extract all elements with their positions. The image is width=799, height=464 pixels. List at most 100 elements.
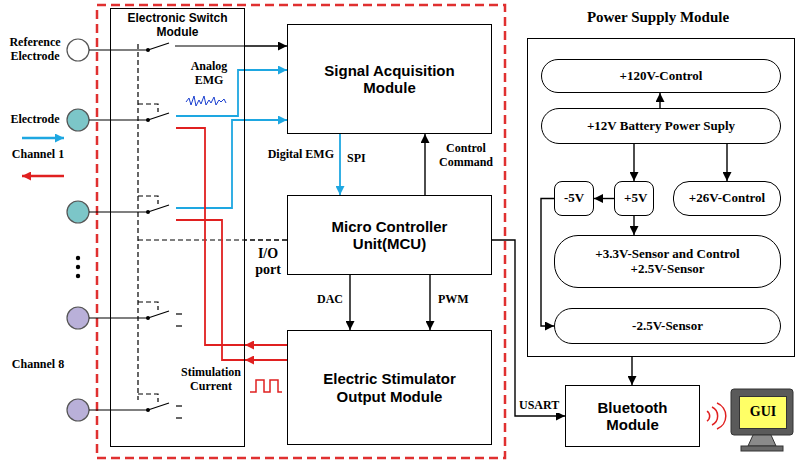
switch-pivot bbox=[146, 408, 150, 412]
connector bbox=[429, 275, 430, 330]
connector bbox=[245, 359, 287, 361]
signal-label: Stimulation Current bbox=[178, 366, 244, 394]
edge-label: USART bbox=[518, 399, 560, 413]
wire bbox=[89, 119, 148, 120]
supply-rail: -5V bbox=[554, 181, 594, 216]
module-heading: Electronic Switch Module bbox=[114, 9, 241, 40]
edge-label: Control Command bbox=[432, 142, 500, 170]
connector bbox=[594, 198, 614, 199]
connector bbox=[659, 93, 660, 108]
emg-waveform bbox=[186, 96, 226, 106]
connector bbox=[245, 344, 287, 346]
electrode bbox=[67, 109, 89, 131]
connector bbox=[633, 144, 634, 181]
power-module: Power Supply Module+120V-Control+12V Bat… bbox=[527, 38, 795, 357]
node-label: +26V-Control bbox=[683, 189, 771, 208]
edge-label: SPI bbox=[346, 152, 367, 166]
switch-pivot bbox=[146, 210, 150, 214]
supply-rail: +120V-Control bbox=[541, 59, 781, 93]
switch-pivot bbox=[146, 118, 150, 122]
ellipsis-dot bbox=[76, 265, 80, 269]
wave-arc bbox=[707, 411, 710, 421]
switch-arm bbox=[148, 43, 169, 50]
node-label: Micro Controller Unit(MCU) bbox=[291, 216, 488, 255]
stim-wire bbox=[176, 128, 245, 345]
wire bbox=[175, 45, 245, 46]
supply-rail: +3.3V-Sensor and Control +2.5V-Sensor bbox=[554, 235, 781, 288]
edge-label: I/O port bbox=[249, 246, 287, 278]
emg-wire bbox=[176, 120, 245, 208]
node-label: +120V-Control bbox=[614, 67, 709, 86]
battery-box: +12V Battery Power Suply bbox=[541, 108, 781, 144]
connector bbox=[339, 134, 341, 195]
connector bbox=[424, 134, 425, 195]
supply-rail: -2.5V-Sensor bbox=[554, 308, 781, 344]
monitor-base bbox=[741, 446, 783, 451]
switch-contact bbox=[176, 325, 182, 326]
wire bbox=[89, 211, 148, 212]
module-heading: Power Supply Module bbox=[528, 7, 788, 28]
wireless-symbol bbox=[707, 403, 726, 429]
wire bbox=[89, 409, 148, 410]
process-box: Micro Controller Unit(MCU) bbox=[287, 195, 492, 275]
switch-contact bbox=[176, 405, 182, 406]
node-label: Bluetooth Module bbox=[569, 397, 696, 436]
electrode-label: Reference Electrode bbox=[2, 36, 68, 64]
switch-arm bbox=[148, 113, 169, 120]
monitor-stand bbox=[748, 435, 776, 446]
gui-screen: GUI bbox=[739, 396, 787, 429]
system-boundary bbox=[97, 5, 505, 458]
connector bbox=[541, 199, 554, 327]
connector bbox=[631, 357, 632, 385]
signal-label: Digital EMG bbox=[262, 148, 334, 162]
stim-wire bbox=[176, 220, 245, 360]
node-label: +12V Battery Power Suply bbox=[581, 117, 741, 136]
connector bbox=[726, 144, 727, 181]
wire bbox=[89, 49, 148, 50]
switch-contact bbox=[176, 313, 182, 314]
electrode bbox=[67, 201, 89, 223]
wave-arc bbox=[712, 407, 718, 425]
switch-arm bbox=[148, 205, 169, 212]
process-box: Bluetooth Module bbox=[565, 385, 700, 447]
switch-contact bbox=[176, 417, 182, 418]
electrode bbox=[67, 307, 89, 329]
control-tick bbox=[138, 196, 158, 204]
edge-label: DAC bbox=[316, 293, 344, 307]
signal-label: Analog EMG bbox=[184, 60, 234, 88]
stimulation-waveform bbox=[250, 380, 282, 392]
node-label: +3.3V-Sensor and Control +2.5V-Sensor bbox=[573, 245, 763, 279]
edge-label: PWM bbox=[437, 293, 470, 307]
ellipsis-dot bbox=[76, 256, 80, 260]
wave-arc bbox=[717, 403, 726, 429]
switch-wiring bbox=[89, 43, 245, 418]
ellipsis-dot bbox=[76, 274, 80, 278]
process-box: Electric Stimulator Output Module bbox=[287, 330, 492, 445]
switch-pivot bbox=[146, 316, 150, 320]
switch-arm bbox=[148, 403, 169, 410]
node-label: -5V bbox=[558, 189, 590, 208]
channel-label: Channel 1 bbox=[2, 148, 74, 162]
switch-pivot bbox=[146, 48, 150, 52]
connector bbox=[245, 119, 287, 121]
input-arrow bbox=[22, 137, 64, 140]
channel-label: Channel 8 bbox=[2, 358, 74, 372]
control-tick bbox=[138, 394, 158, 402]
connector bbox=[245, 239, 287, 240]
switch-control bbox=[138, 44, 245, 402]
wire bbox=[89, 317, 148, 318]
node-label: Signal Acquisition Module bbox=[291, 60, 488, 99]
electrode-label: Electrode bbox=[2, 113, 68, 127]
supply-rail: +5V bbox=[614, 181, 654, 216]
control-line bbox=[138, 239, 245, 240]
control-line bbox=[137, 44, 138, 400]
connector bbox=[245, 45, 287, 46]
control-tick bbox=[138, 104, 158, 112]
node-label: -2.5V-Sensor bbox=[626, 317, 709, 336]
output-arrow bbox=[22, 175, 64, 178]
node-label: Electric Stimulator Output Module bbox=[291, 368, 488, 407]
control-tick bbox=[138, 302, 158, 310]
connector bbox=[349, 275, 350, 330]
node-label: +5V bbox=[618, 189, 650, 208]
